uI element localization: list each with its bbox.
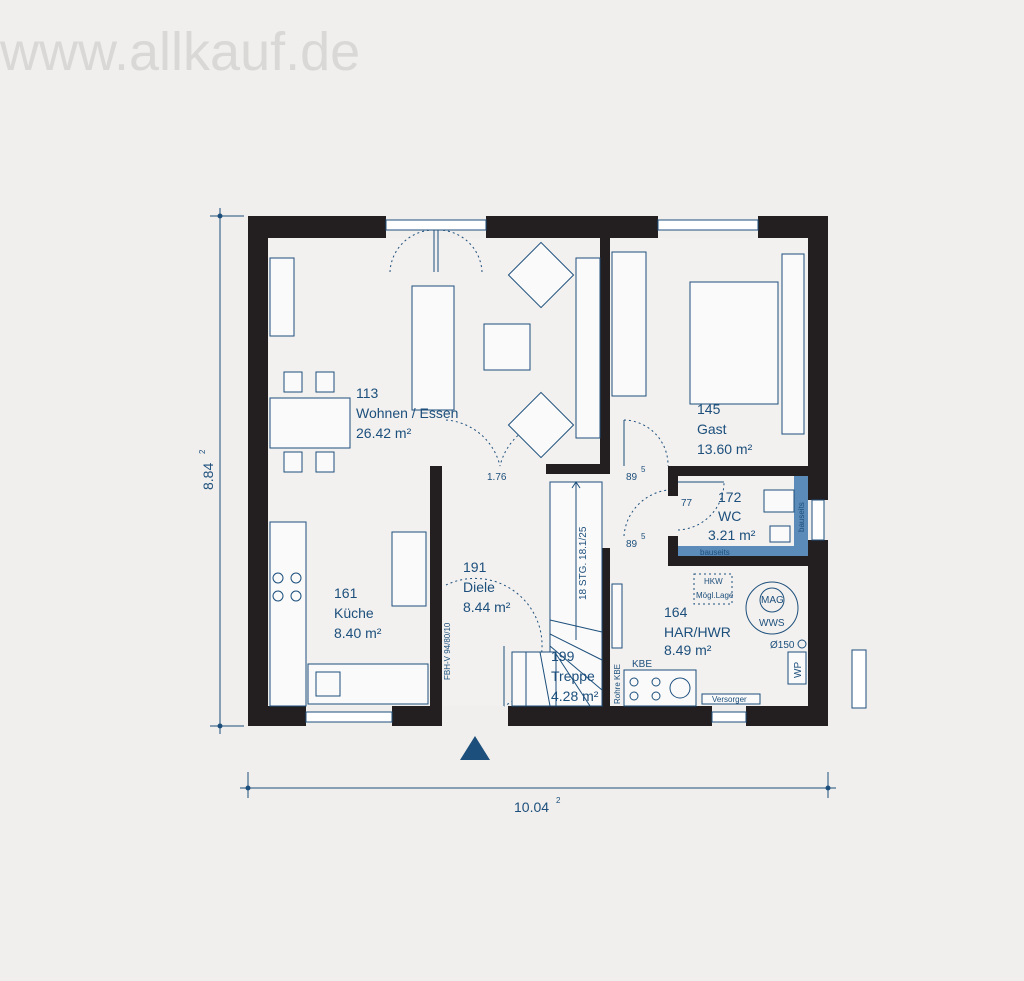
svg-text:5: 5 <box>641 465 646 474</box>
room-number: 145 <box>697 401 721 417</box>
svg-text:5: 5 <box>641 532 646 541</box>
furniture <box>269 241 807 707</box>
room-area: 13.60 m² <box>697 441 753 457</box>
svg-text:HKW: HKW <box>704 577 723 586</box>
svg-text:WWS: WWS <box>759 618 785 629</box>
room-number: 113 <box>356 385 379 401</box>
room-area: 8.40 m² <box>334 625 382 641</box>
room-name: WC <box>718 508 741 524</box>
room-area: 8.44 m² <box>463 599 511 615</box>
windows <box>305 219 867 723</box>
watermark: www.allkauf.de <box>0 22 360 82</box>
bauseits-floor <box>678 546 808 556</box>
room-area: 3.21 m² <box>708 527 756 543</box>
room-area: 26.42 m² <box>356 425 412 441</box>
room-number: 199 <box>551 648 575 664</box>
svg-text:Versorger: Versorger <box>712 695 747 704</box>
svg-text:77: 77 <box>681 498 693 509</box>
svg-text:1.76: 1.76 <box>487 472 507 483</box>
room-number: 164 <box>664 604 688 620</box>
room-name: HAR/HWR <box>664 624 731 640</box>
svg-text:89: 89 <box>626 539 638 550</box>
staircase <box>511 481 603 707</box>
svg-text:Ø150: Ø150 <box>770 640 795 651</box>
height-dimension-sup: 2 <box>198 449 207 454</box>
room-number: 161 <box>334 585 358 601</box>
bauseits-label: bauseits <box>700 548 730 557</box>
entrance-arrow-icon <box>460 736 490 760</box>
equipment-labels: HKW Mögl.Lage MAG WWS Ø150 WP KBE Rohre … <box>613 577 804 704</box>
room-area: 8.49 m² <box>664 642 712 658</box>
room-name: Diele <box>463 579 495 595</box>
door-dimensions: 1.76 895 895 77 <box>487 465 693 550</box>
svg-text:89: 89 <box>626 472 638 483</box>
svg-text:Rohre KBE: Rohre KBE <box>613 664 622 704</box>
room-number: 172 <box>718 489 742 505</box>
room-name: Küche <box>334 605 374 621</box>
svg-text:KBE: KBE <box>632 659 652 670</box>
svg-text:Mögl.Lage: Mögl.Lage <box>696 591 734 600</box>
room-labels: 113 Wohnen / Essen 26.42 m² 145 Gast 13.… <box>334 385 756 704</box>
room-name: Wohnen / Essen <box>356 405 458 421</box>
doors <box>389 229 725 707</box>
fbh-label: FBH-V 94/80/10 <box>443 622 452 680</box>
height-dimension: 8.84 <box>200 463 216 490</box>
dimension-lines <box>210 208 836 798</box>
svg-text:WP: WP <box>793 662 804 678</box>
walls <box>248 216 828 726</box>
stair-label: 18 STG. 18.1/25 <box>578 526 589 600</box>
room-area: 4.28 m² <box>551 688 599 704</box>
room-number: 191 <box>463 559 487 575</box>
svg-text:MAG: MAG <box>761 595 784 606</box>
bauseits-label: bauseits <box>797 502 806 532</box>
width-dimension: 10.04 <box>514 799 549 815</box>
room-name: Treppe <box>551 668 595 684</box>
width-dimension-sup: 2 <box>556 796 561 805</box>
bauseits-wall <box>794 476 808 556</box>
room-name: Gast <box>697 421 727 437</box>
